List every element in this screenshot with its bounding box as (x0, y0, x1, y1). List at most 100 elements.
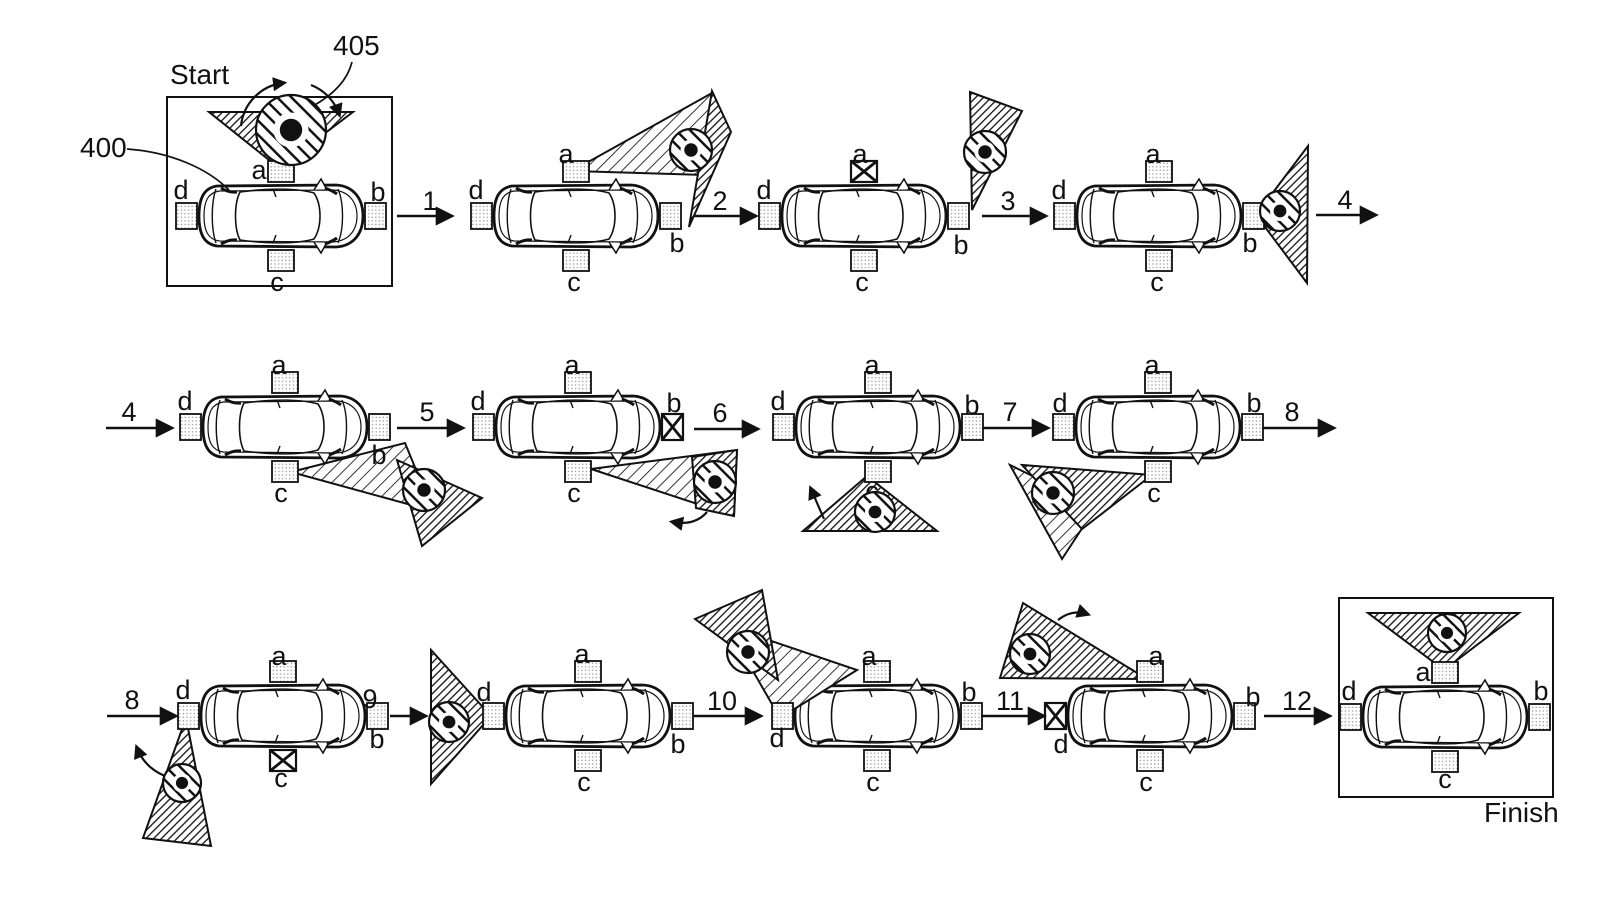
start-box-label: Start (170, 59, 229, 90)
port-c-label: c (1147, 478, 1161, 508)
port-d-label: d (1052, 388, 1067, 418)
port-c-label: c (567, 267, 581, 297)
step-number-label: 11 (996, 686, 1024, 716)
port-c-label: c (866, 767, 880, 797)
panel-docked-b: a b c d (1051, 139, 1310, 297)
step-number-label: 8 (124, 685, 139, 715)
port-a-label: a (1415, 657, 1431, 687)
port-d-label: d (1053, 729, 1068, 759)
port-d-pad (1052, 413, 1075, 441)
port-c-pad (864, 460, 892, 483)
motion-arrow-icon (668, 511, 708, 531)
step-number-label: 6 (712, 398, 727, 428)
port-d-label: d (173, 175, 188, 205)
port-a-pad (269, 660, 297, 683)
port-b-label: b (369, 724, 384, 754)
reference-number: 400 (80, 132, 127, 163)
step-number-label: 12 (1282, 686, 1312, 716)
port-a-pad (1431, 661, 1459, 684)
port-d-label: d (177, 386, 192, 416)
finish-box-label: Finish (1484, 797, 1559, 828)
callout-leader-line (126, 148, 230, 191)
port-a-pad (562, 160, 590, 183)
port-c-label: c (567, 478, 581, 508)
port-c-pad (562, 249, 590, 272)
port-a-label: a (251, 155, 267, 185)
car-top-view (794, 388, 962, 466)
step-number-label: 4 (1337, 185, 1352, 215)
drone-rotor-icon (1258, 189, 1302, 233)
port-b-label: b (1245, 682, 1260, 712)
port-b-label: b (953, 230, 968, 260)
step-number-label: 7 (1002, 397, 1017, 427)
drone-rotor-icon (962, 129, 1008, 175)
step-number-label: 9 (362, 684, 377, 714)
port-b-label: b (961, 677, 976, 707)
drone-rotor-icon (401, 467, 447, 513)
port-d-x-icon (1043, 702, 1068, 730)
port-a-pad (863, 660, 891, 683)
port-b-label: b (670, 729, 685, 759)
port-a-label: a (574, 639, 590, 669)
port-b-label: b (964, 390, 979, 420)
port-a-pad (271, 371, 299, 394)
port-a-label: a (852, 139, 868, 169)
step-number-label: 8 (1284, 397, 1299, 427)
port-a-pad (564, 371, 592, 394)
drone-rotor-icon (853, 490, 897, 534)
car-top-view (492, 177, 660, 255)
port-a-label: a (864, 350, 880, 380)
port-b-pad (659, 202, 682, 230)
port-a-pad (1144, 371, 1172, 394)
port-c-x-icon (269, 748, 297, 773)
step-number-label: 10 (707, 686, 737, 716)
port-b-pad (947, 202, 970, 230)
port-c-label: c (577, 767, 591, 797)
port-d-pad (472, 413, 495, 441)
port-a-label: a (1144, 350, 1160, 380)
port-a-x-icon (850, 159, 878, 184)
port-d-label: d (769, 723, 784, 753)
port-c-label: c (1139, 767, 1153, 797)
port-a-pad (574, 660, 602, 683)
port-c-label: c (1150, 267, 1164, 297)
panel-docked-d: a b c d (427, 639, 694, 797)
port-b-pad (366, 702, 389, 730)
port-d-pad (772, 413, 795, 441)
port-d-label: d (1051, 175, 1066, 205)
car-top-view (504, 677, 672, 755)
drone-rotor-icon (427, 700, 471, 744)
motion-arrow-icon (239, 77, 288, 127)
port-c-label: c (270, 267, 284, 297)
drone-rotor-icon (725, 629, 771, 675)
step-number-label: 2 (712, 186, 727, 216)
port-b-label: b (371, 440, 386, 470)
port-c-pad (574, 749, 602, 772)
port-a-label: a (271, 641, 287, 671)
port-a-label: a (1145, 139, 1161, 169)
port-b-x-icon (660, 413, 685, 441)
port-c-pad (1136, 749, 1164, 772)
motion-arrow-icon (134, 744, 166, 778)
drone-rotor-icon (1008, 632, 1052, 676)
port-d-pad (1053, 202, 1076, 230)
port-a-label: a (271, 350, 287, 380)
port-b-label: b (1242, 228, 1257, 258)
port-d-label: d (476, 677, 491, 707)
port-d-label: d (175, 675, 190, 705)
drone-rotor-icon (1030, 470, 1076, 516)
drone-rotor-icon (668, 127, 714, 173)
drone-rotor-icon (1426, 612, 1468, 654)
port-c-pad (267, 249, 295, 272)
car-top-view (1075, 177, 1243, 255)
finish-box (1338, 597, 1554, 798)
port-c-label: c (274, 478, 288, 508)
port-b-pad (1233, 702, 1256, 730)
port-a-pad (1145, 160, 1173, 183)
port-a-pad (864, 371, 892, 394)
